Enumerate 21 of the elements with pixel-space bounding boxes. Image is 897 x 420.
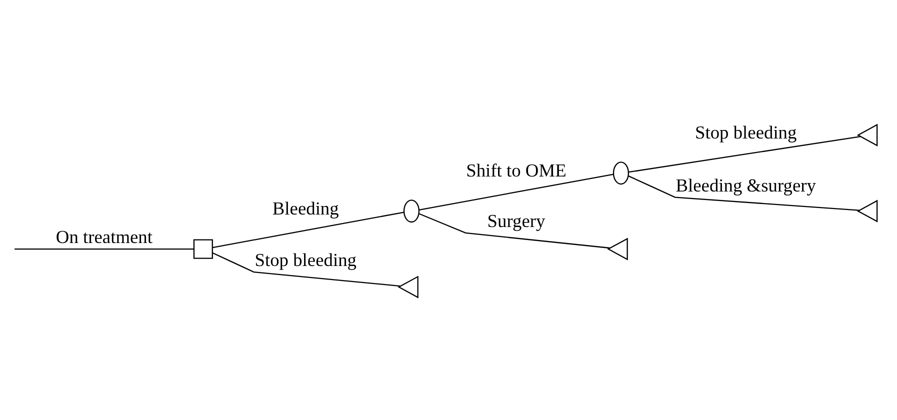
- node-circle: [612, 161, 630, 184]
- connector: [418, 212, 610, 248]
- node-triangle: [856, 123, 878, 146]
- node-triangle: [607, 237, 628, 260]
- edge-label: Bleeding: [272, 198, 339, 218]
- connector: [628, 135, 860, 172]
- node-box: [193, 238, 213, 258]
- node-circle: [403, 199, 420, 222]
- connector: [14, 248, 194, 250]
- edge-label: Stop bleeding: [254, 250, 356, 270]
- connector: [628, 175, 860, 210]
- edge-label: Surgery: [487, 210, 546, 230]
- edge-label: Shift to OME: [466, 160, 566, 180]
- connector: [418, 173, 614, 210]
- edge-label: Bleeding &surgery: [676, 174, 816, 195]
- node-triangle: [398, 275, 418, 298]
- edge-label: On treatment: [56, 226, 153, 247]
- node-triangle: [856, 199, 878, 222]
- connector: [212, 211, 404, 248]
- edge-label: Stop bleeding: [694, 122, 797, 142]
- connector: [212, 252, 400, 286]
